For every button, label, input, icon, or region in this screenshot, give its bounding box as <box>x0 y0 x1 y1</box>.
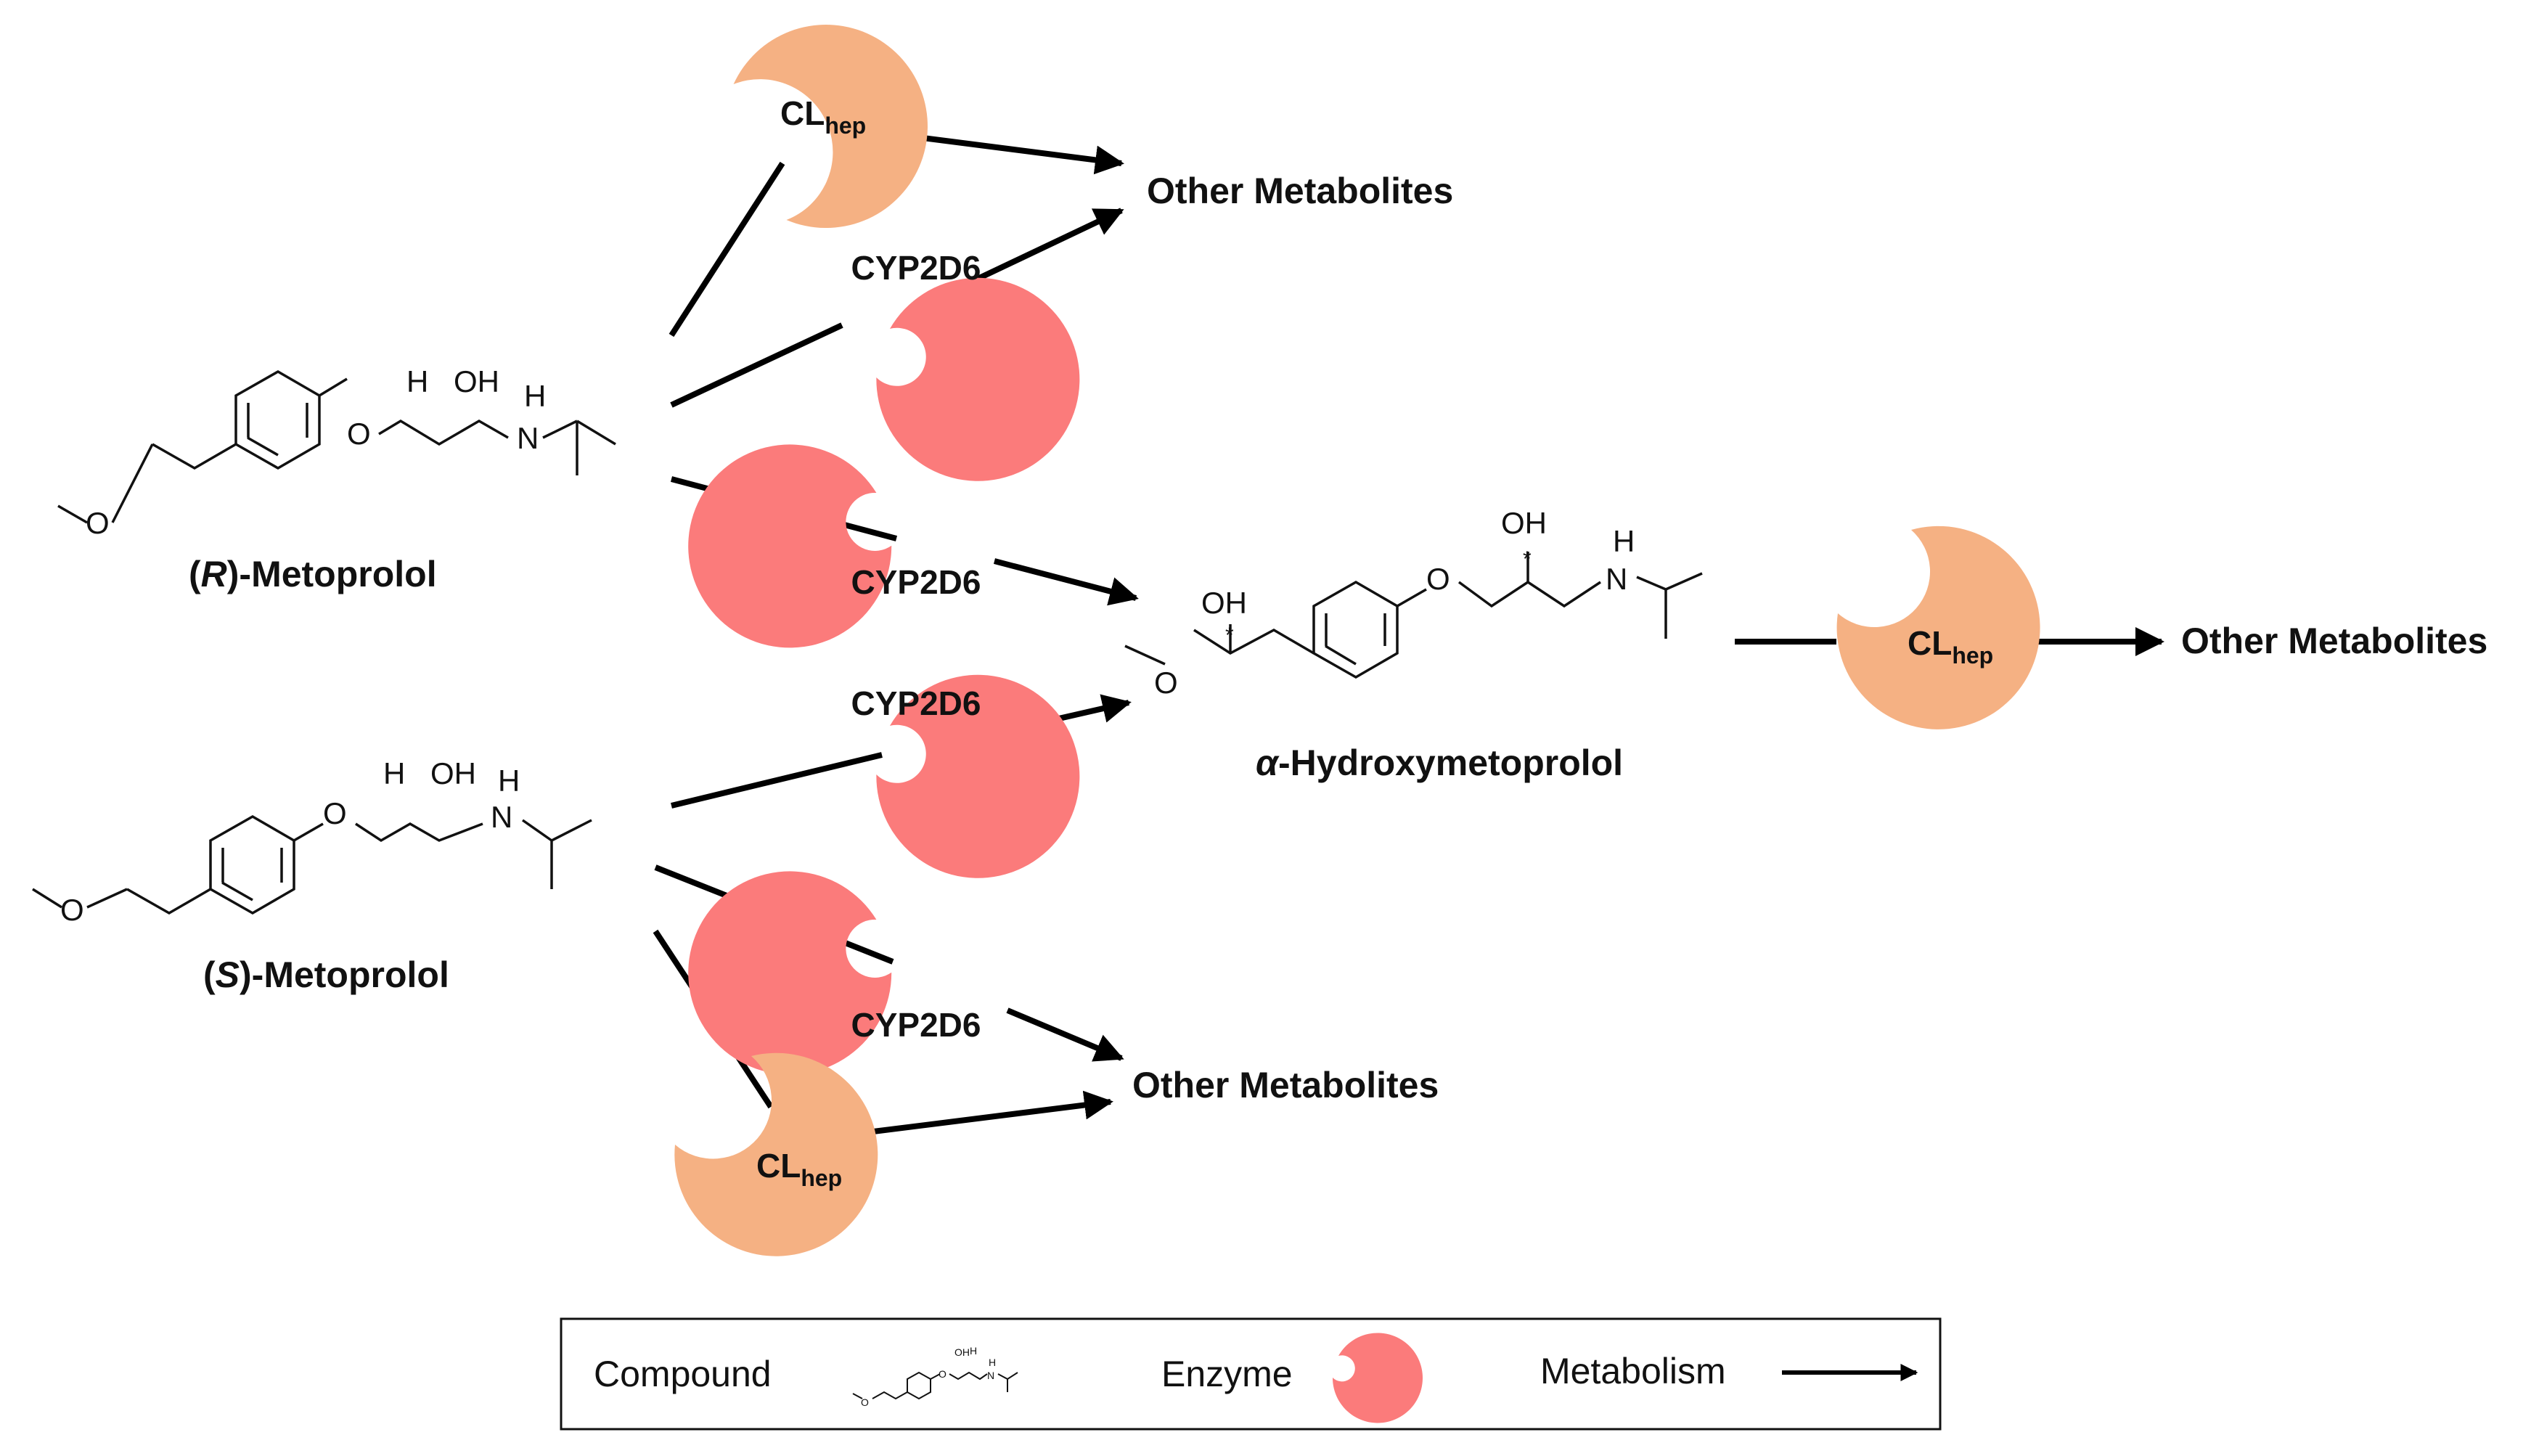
arrow-r-to-clhep <box>669 161 785 338</box>
clhep-enzyme-alpha: CLhep <box>1836 525 2040 729</box>
legend-compound-label: Compound <box>594 1354 772 1394</box>
alpha-hydroxymetoprolol-atoms: OH * O O OH * N H <box>1154 506 1635 700</box>
arrow-r-to-cyp-top <box>670 322 843 408</box>
legend-box <box>560 1317 1942 1431</box>
arrow-cyp-bottom-to-other <box>1006 1007 1124 1062</box>
svg-text:CLhep: CLhep <box>780 94 866 139</box>
legend-compound-icon <box>852 1371 1018 1400</box>
svg-text:H: H <box>1613 524 1635 558</box>
legend-compound-atoms: O O OH H N H <box>861 1345 996 1408</box>
svg-text:OH: OH <box>1501 506 1547 540</box>
svg-text:O: O <box>323 796 347 830</box>
svg-text:O: O <box>861 1396 869 1408</box>
r-metoprolol-label: (R)-Metoprolol <box>189 554 437 594</box>
r-metoprolol-atoms: O O H OH N H <box>86 364 546 540</box>
svg-text:CLhep: CLhep <box>756 1147 842 1191</box>
legend-enzyme-label: Enzyme <box>1161 1354 1293 1394</box>
clhep-enzyme-s: CLhep <box>674 1052 878 1256</box>
legend-enzyme-icon <box>1332 1333 1423 1423</box>
svg-text:*: * <box>1225 623 1234 647</box>
s-metoprolol-structure <box>32 814 592 915</box>
cyp2d6-enzyme-s-alpha: CYP2D6 <box>851 674 1080 878</box>
other-metabolites-label-bottom: Other Metabolites <box>1132 1065 1439 1105</box>
svg-text:N: N <box>987 1370 994 1381</box>
svg-text:H: H <box>524 379 546 413</box>
other-metabolites-label-right: Other Metabolites <box>2181 621 2487 661</box>
svg-text:H: H <box>970 1345 977 1357</box>
svg-text:OH: OH <box>430 756 476 790</box>
clhep-shape <box>733 25 928 229</box>
svg-text:H: H <box>406 364 428 398</box>
svg-text:O: O <box>86 506 110 540</box>
cyp2d6-enzyme-s-other: CYP2D6 <box>688 871 981 1075</box>
svg-text:H: H <box>989 1357 996 1368</box>
legend-metabolism-label: Metabolism <box>1540 1351 1726 1391</box>
other-metabolites-label-top: Other Metabolites <box>1147 171 1453 211</box>
svg-text:OH: OH <box>954 1346 970 1358</box>
svg-text:OH: OH <box>454 364 499 398</box>
svg-text:CYP2D6: CYP2D6 <box>851 1006 981 1044</box>
svg-text:O: O <box>347 417 371 451</box>
svg-text:CYP2D6: CYP2D6 <box>851 563 981 601</box>
svg-text:O: O <box>939 1368 946 1380</box>
alpha-hydroxymetoprolol-label: α-Hydroxymetoprolol <box>1256 743 1623 783</box>
arrow-clhep-s-to-other <box>867 1090 1113 1135</box>
svg-text:CLhep: CLhep <box>1908 624 1993 668</box>
svg-text:CYP2D6: CYP2D6 <box>851 249 981 287</box>
svg-text:OH: OH <box>1201 586 1247 620</box>
s-metoprolol-atoms: O O H OH N H <box>60 756 520 927</box>
svg-text:O: O <box>60 893 84 927</box>
svg-text:N: N <box>517 421 539 455</box>
alpha-hydroxymetoprolol-structure <box>1124 552 1703 679</box>
clhep-enzyme-r: CLhep <box>733 25 928 229</box>
svg-text:N: N <box>1606 562 1627 596</box>
arrow-s-to-cyp-alpha <box>671 752 883 809</box>
arrow-cyp-top-to-other <box>975 208 1124 282</box>
svg-text:O: O <box>1154 666 1178 700</box>
s-metoprolol-label: (S)-Metoprolol <box>203 954 449 995</box>
legend: Compound O O OH H N H Enzyme Metabolism <box>560 1317 1942 1431</box>
svg-text:H: H <box>498 764 520 798</box>
svg-text:*: * <box>1523 547 1532 571</box>
svg-text:N: N <box>491 800 512 834</box>
svg-text:CYP2D6: CYP2D6 <box>851 684 981 722</box>
svg-text:H: H <box>383 756 405 790</box>
arrow-cyp-r-to-alpha <box>993 558 1139 606</box>
arrow-clhep-r-to-other <box>899 132 1124 175</box>
cyp2d6-enzyme-r-other: CYP2D6 <box>851 249 1080 481</box>
cyp2d6-enzyme-r-alpha: CYP2D6 <box>688 444 981 648</box>
r-metoprolol-structure <box>57 369 616 524</box>
svg-text:O: O <box>1426 562 1450 596</box>
